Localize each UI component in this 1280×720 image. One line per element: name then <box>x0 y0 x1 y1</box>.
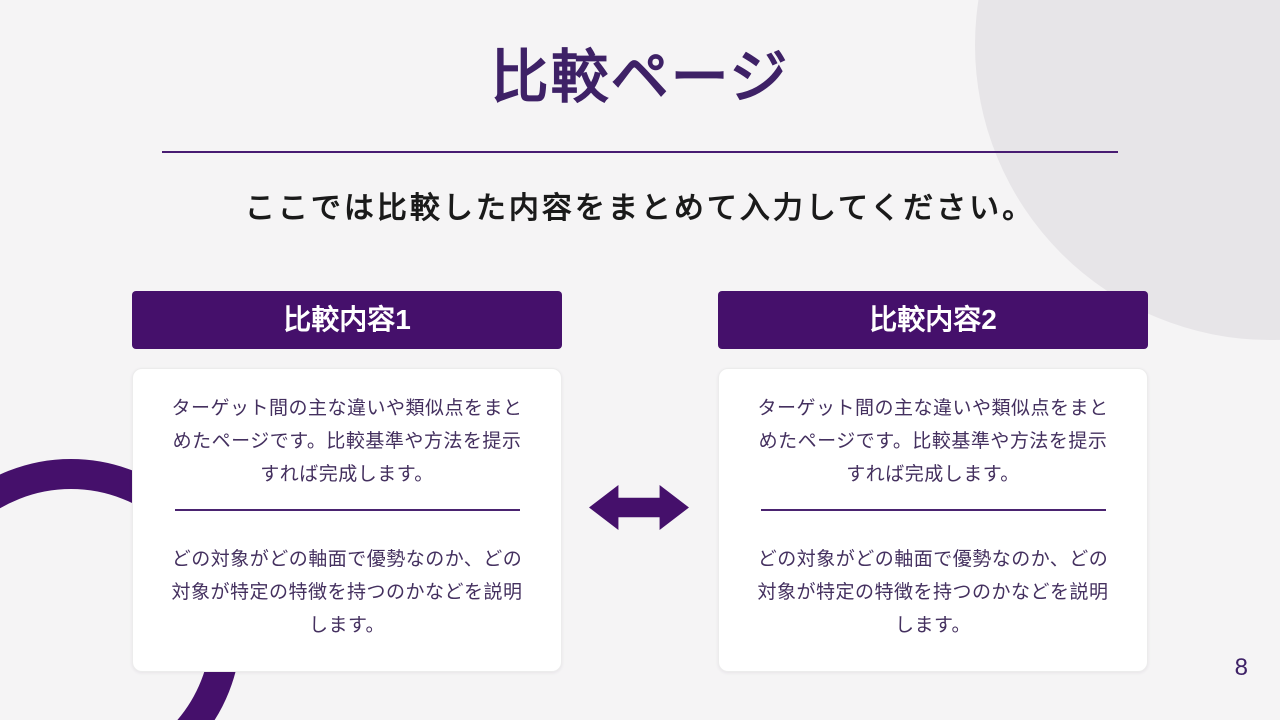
comparison-card-1: 比較内容1 ターゲット間の主な違いや類似点をまとめたページです。比較基準や方法を… <box>132 291 562 672</box>
page-subtitle: ここでは比較した内容をまとめて入力してください。 <box>244 192 1036 225</box>
card-divider <box>174 509 520 511</box>
card-paragraph-top: ターゲット間の主な違いや類似点をまとめたページです。比較基準や方法を提示すれば完… <box>171 398 523 485</box>
card-paragraph-bottom: どの対象がどの軸面で優勢なのか、どの対象が特定の特徴を持つのかなどを説明します。 <box>757 549 1109 636</box>
card-body: ターゲット間の主な違いや類似点をまとめたページです。比較基準や方法を提示すれば完… <box>132 368 562 672</box>
comparison-card-2: 比較内容2 ターゲット間の主な違いや類似点をまとめたページです。比較基準や方法を… <box>718 291 1148 672</box>
card-header: 比較内容1 <box>132 291 562 349</box>
card-header: 比較内容2 <box>718 291 1148 349</box>
card-body: ターゲット間の主な違いや類似点をまとめたページです。比較基準や方法を提示すれば完… <box>718 368 1148 672</box>
page-number: 8 <box>1234 654 1248 681</box>
card-paragraph-top: ターゲット間の主な違いや類似点をまとめたページです。比較基準や方法を提示すれば完… <box>757 398 1109 485</box>
title-underline <box>162 151 1118 153</box>
card-divider <box>760 509 1106 511</box>
double-arrow-icon <box>588 483 690 532</box>
card-paragraph-bottom: どの対象がどの軸面で優勢なのか、どの対象が特定の特徴を持つのかなどを説明します。 <box>171 549 523 636</box>
page-title: 比較ページ <box>490 45 790 110</box>
